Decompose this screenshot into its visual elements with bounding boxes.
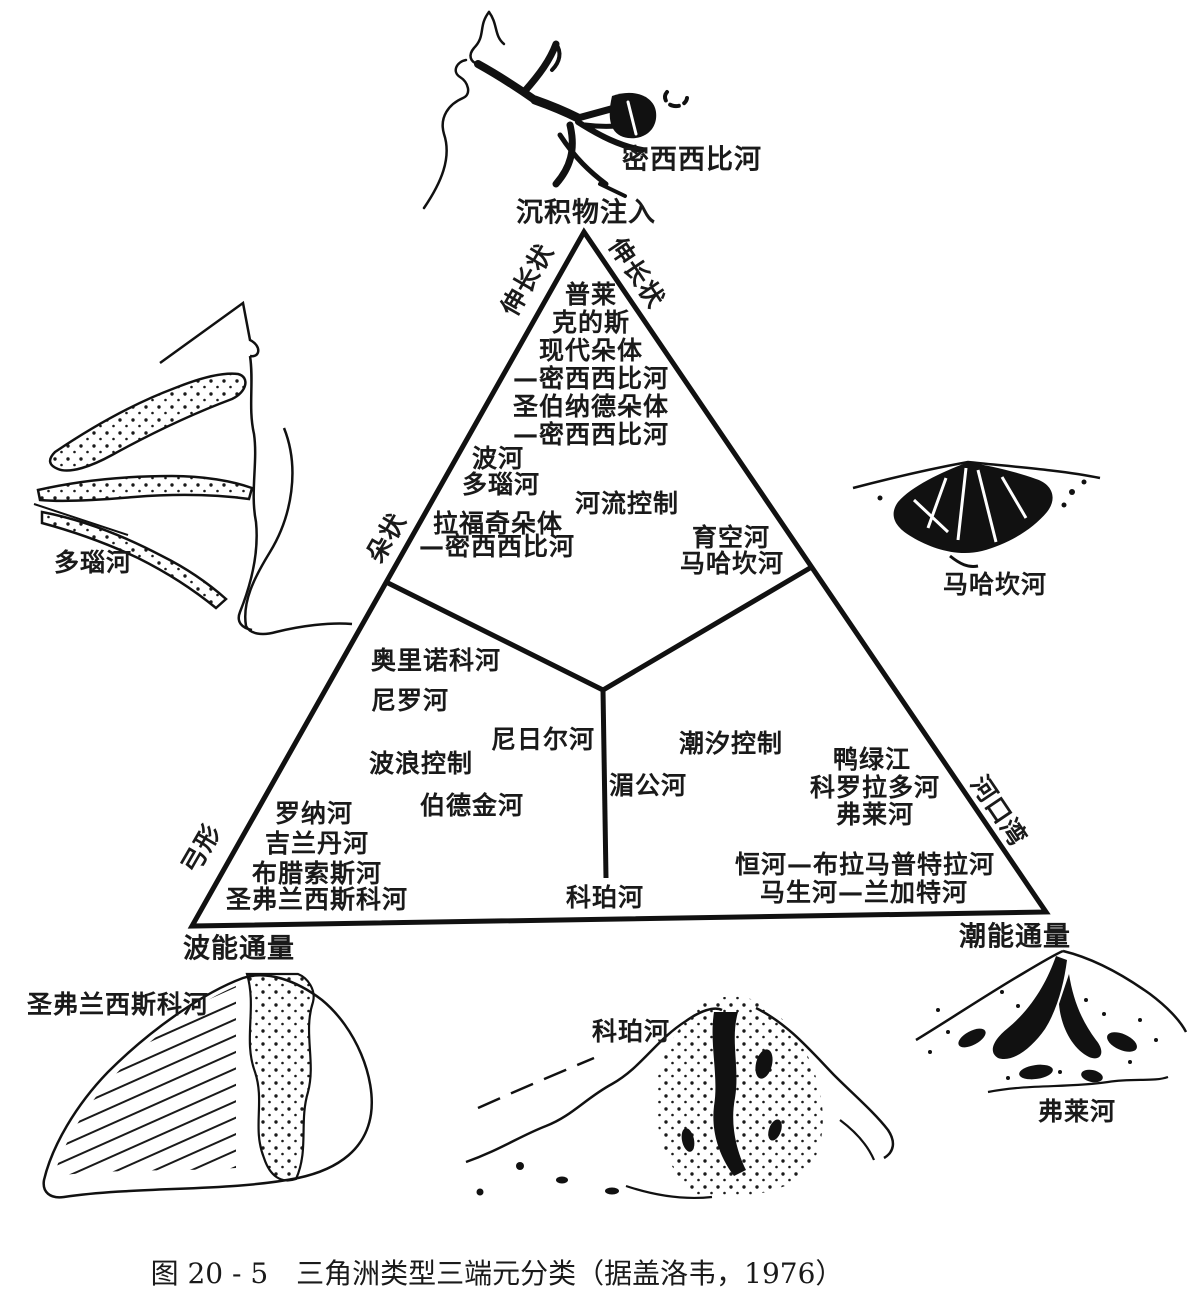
river-sao-francisco-inner: 圣弗兰西斯科河 [225, 885, 409, 914]
river-po: 波河 [471, 444, 525, 473]
river-yalu: 鸭绿江 [832, 745, 912, 774]
region-label-tide-control: 潮汐控制 [678, 729, 784, 758]
corner-label-tide-energy-flux: 潮能通量 [959, 921, 1071, 953]
sketch-label-mississippi: 密西西比河 [622, 144, 762, 176]
sketch-label-sao-francisco: 圣弗兰西斯科河 [26, 990, 210, 1019]
river-mekong: 湄公河 [608, 771, 688, 800]
region-label-river-control: 河流控制 [574, 489, 680, 518]
fly-delta-sketch [915, 949, 1188, 1094]
river-copper-inner: 科珀河 [565, 883, 645, 912]
river-burdekin: 伯德金河 [419, 791, 525, 820]
river-niger: 尼日尔河 [490, 725, 596, 754]
plaquemines-line4: —密西西比河 [512, 364, 670, 393]
ternary-triangle [187, 227, 1051, 929]
sao-francisco-delta-sketch [42, 972, 373, 1199]
region-label-wave-control: 波浪控制 [368, 749, 474, 778]
mahakam-delta-sketch [852, 460, 1101, 568]
copper-delta-sketch [465, 996, 895, 1200]
sketch-label-danube: 多瑙河 [53, 548, 133, 577]
plaquemines-st-bernard-stack: 普莱 克的斯 现代朵体 —密西西比河 圣伯纳德朵体 —密西西比河 [513, 281, 669, 449]
corner-label-wave-energy-flux: 波能通量 [183, 933, 295, 965]
st-bernard-line1: 圣伯纳德朵体 [512, 392, 670, 421]
st-bernard-line2: —密西西比河 [512, 420, 670, 449]
river-ganges-brahmaputra: 恒河—布拉马普特拉河 [734, 850, 996, 879]
apex-label-sediment-input: 沉积物注入 [516, 197, 656, 229]
river-lafourche-line1: 拉福奇朵体 [432, 509, 564, 538]
figure-caption: 图 20 - 5 三角洲类型三端元分类（据盖洛韦，1976） [150, 1257, 844, 1290]
river-rhone: 罗纳河 [274, 799, 354, 828]
river-yukon: 育空河 [691, 523, 771, 552]
river-danube-inner: 多瑙河 [461, 470, 541, 499]
mississippi-delta-sketch [422, 10, 689, 210]
river-fly-inner: 弗莱河 [835, 800, 915, 829]
river-lafourche-line2: —密西西比河 [418, 532, 576, 561]
river-brazos: 布腊索斯河 [251, 859, 383, 888]
plaquemines-line1: 普莱 [564, 280, 618, 309]
river-nile: 尼罗河 [370, 686, 450, 715]
sketch-label-copper: 科珀河 [591, 1017, 671, 1046]
river-mahakam-inner: 马哈坎河 [679, 549, 785, 578]
sketch-label-fly: 弗莱河 [1037, 1097, 1117, 1126]
river-masheng-langat: 马生河—兰加特河 [759, 878, 969, 907]
plaquemines-line3: 现代朵体 [538, 336, 644, 365]
plaquemines-line2: 克的斯 [551, 308, 631, 337]
danube-delta-sketch [33, 300, 353, 636]
river-orinoco: 奥里诺科河 [370, 646, 502, 675]
sketch-label-mahakam: 马哈坎河 [942, 570, 1048, 599]
river-colorado: 科罗拉多河 [809, 773, 941, 802]
river-kelantan: 吉兰丹河 [264, 829, 370, 858]
